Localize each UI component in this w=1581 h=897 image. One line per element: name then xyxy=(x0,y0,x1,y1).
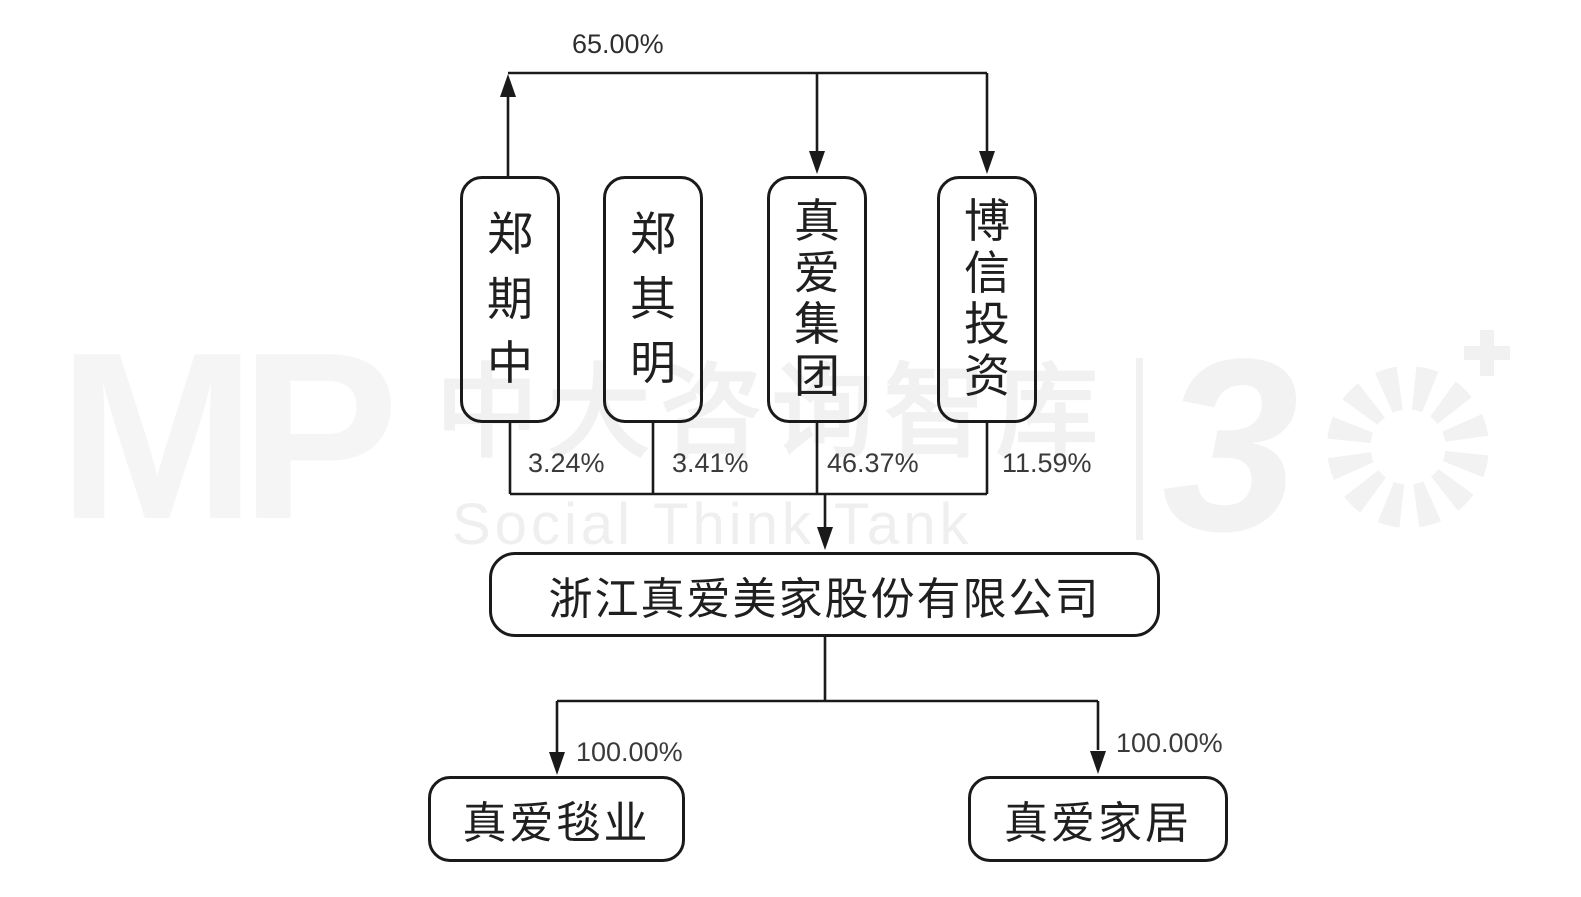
arrowhead-down-sub-left xyxy=(549,752,565,775)
ownership-label-shareholder-4: 11.59% xyxy=(1002,448,1092,478)
watermark-plus-icon xyxy=(1464,330,1510,376)
ownership-label-subsidiary-right: 100.00% xyxy=(1116,728,1223,758)
shareholder-box-boxin-investment: 博信投资 xyxy=(937,176,1037,423)
ownership-label-shareholder-3: 46.37% xyxy=(827,448,919,478)
watermark-english-text: Social Think Tank xyxy=(452,492,973,557)
watermark-pinwheel-icon xyxy=(1327,366,1489,528)
ownership-label-subsidiary-left: 100.00% xyxy=(576,737,683,767)
subsidiary-box-zhenai-jiaju: 真爱家居 xyxy=(968,776,1228,862)
ownership-label-shareholder-2: 3.41% xyxy=(672,448,749,478)
watermark-three-numeral: 3 xyxy=(1162,308,1299,583)
watermark-mp-logo: MP xyxy=(58,304,399,569)
shareholder-box-zheng-qiming: 郑其明 xyxy=(603,176,703,423)
shareholder-box-zheng-qizhong: 郑期中 xyxy=(460,176,560,423)
shareholder-box-zhenai-group: 真爱集团 xyxy=(767,176,867,423)
ownership-label-top: 65.00% xyxy=(572,29,664,59)
ownership-label-shareholder-1: 3.24% xyxy=(528,448,605,478)
company-box-zhejiang-zhenai-meijia: 浙江真爱美家股份有限公司 xyxy=(489,552,1160,637)
arrowhead-down-zhenai-group xyxy=(809,151,825,174)
arrowhead-down-sub-right xyxy=(1090,751,1106,774)
arrowhead-down-company xyxy=(817,527,833,550)
subsidiary-box-zhenai-tanye: 真爱毯业 xyxy=(428,776,685,862)
arrowhead-down-boxin xyxy=(979,151,995,174)
arrowhead-up-shareholder1 xyxy=(500,74,516,97)
watermark-divider-bar xyxy=(1136,358,1143,540)
